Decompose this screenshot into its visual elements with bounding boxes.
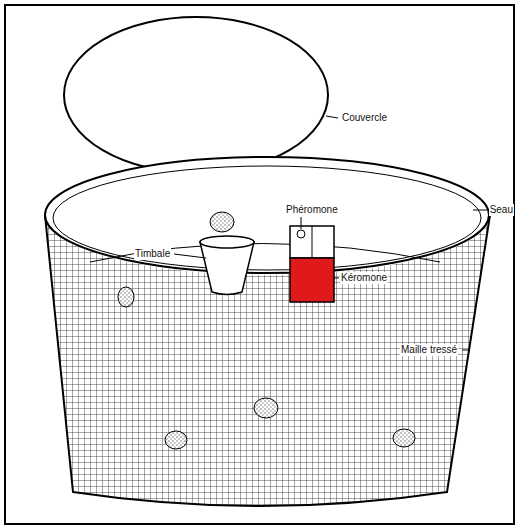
leader-line — [462, 350, 468, 351]
lid — [64, 17, 328, 173]
hole — [210, 212, 234, 232]
part-label: Maille tressé — [400, 344, 458, 356]
part-label: Kéromone — [340, 272, 388, 284]
hole — [118, 287, 134, 307]
hole — [254, 398, 278, 418]
part-label: Timbale — [134, 248, 171, 260]
part-label: Phéromone — [285, 204, 339, 216]
part-label: Seau — [489, 204, 514, 216]
leader-line — [473, 210, 487, 211]
bucket-rim — [45, 157, 489, 273]
pheromone-box — [290, 226, 334, 258]
hole — [393, 429, 415, 447]
pheromone-dot — [297, 230, 305, 238]
cup — [200, 242, 254, 295]
leader-line — [301, 217, 302, 229]
frame — [5, 5, 514, 524]
part-label: Couvercle — [341, 112, 388, 124]
hole — [165, 431, 187, 449]
leader-line — [326, 116, 338, 118]
leader-line — [174, 254, 206, 258]
leader-line — [334, 278, 339, 279]
kairomone-box — [290, 258, 334, 302]
